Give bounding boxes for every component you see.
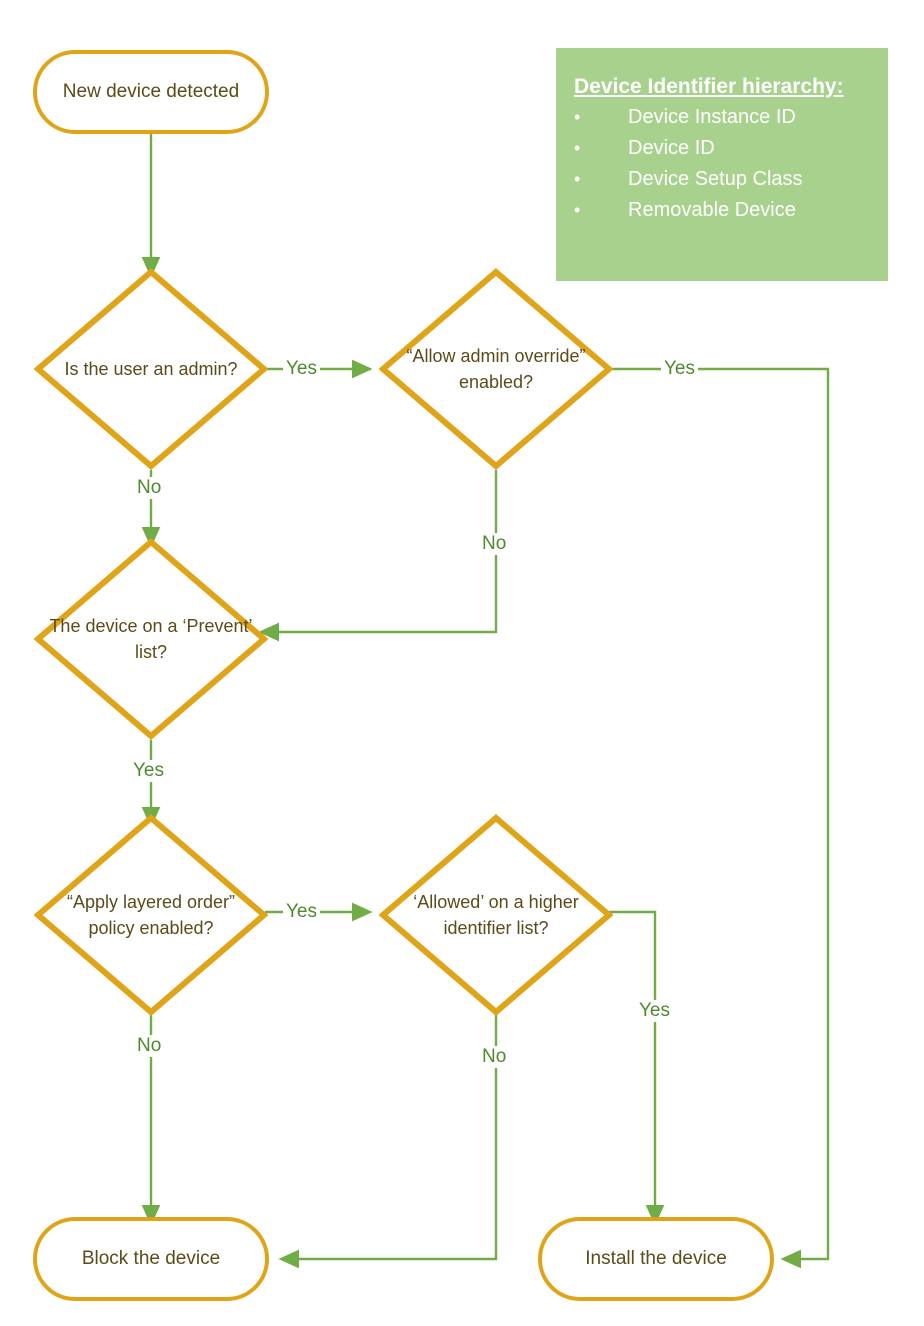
bullet-icon: •	[574, 200, 581, 220]
bullet-icon: •	[574, 169, 581, 189]
legend-box: Device Identifier hierarchy: • Device In…	[556, 48, 888, 281]
edge-label-is-admin-yes: Yes	[283, 358, 320, 380]
node-higher-identifier-label: ‘Allowed’ on a higher identifier list?	[413, 892, 579, 938]
legend-item-label: Device Instance ID	[628, 106, 796, 128]
node-admin-override-label: “Allow admin override” enabled?	[406, 346, 586, 392]
legend-list: • Device Instance ID • Device ID • Devic…	[556, 102, 888, 226]
node-layered-order[interactable]: “Apply layered order” policy enabled?	[34, 814, 268, 1016]
edge-label-override-no: No	[479, 533, 510, 555]
edge-label-layered-no: No	[134, 1035, 165, 1057]
node-start[interactable]: New device detected	[33, 50, 269, 134]
edge-override-no	[258, 470, 498, 642]
diamond-shape	[379, 814, 613, 1016]
bullet-icon: •	[574, 107, 581, 127]
node-install-device-label: Install the device	[585, 1248, 727, 1269]
legend-item: • Device ID	[556, 133, 888, 164]
node-admin-override[interactable]: “Allow admin override” enabled?	[379, 268, 613, 470]
node-is-admin-label: Is the user an admin?	[64, 359, 238, 379]
edge-label-prevent-yes: Yes	[130, 760, 167, 782]
node-block-device[interactable]: Block the device	[33, 1217, 269, 1301]
edge-label-override-yes: Yes	[661, 358, 698, 380]
node-higher-identifier[interactable]: ‘Allowed’ on a higher identifier list?	[379, 814, 613, 1016]
legend-item: • Device Setup Class	[556, 164, 888, 195]
diamond-shape	[34, 268, 268, 470]
edge-higher-yes	[609, 910, 665, 1226]
legend-item-label: Device ID	[628, 137, 715, 159]
node-prevent-list[interactable]: The device on a ‘Prevent’ list?	[34, 538, 268, 740]
edge-label-higher-yes: Yes	[636, 1000, 673, 1022]
legend-item: • Device Instance ID	[556, 102, 888, 133]
node-layered-order-label: “Apply layered order” policy enabled?	[66, 892, 236, 938]
legend-title: Device Identifier hierarchy:	[574, 75, 844, 98]
legend-item: • Removable Device	[556, 195, 888, 226]
diamond-shape	[34, 814, 268, 1016]
edge-label-higher-no: No	[479, 1046, 510, 1068]
diamond-shape	[34, 538, 268, 740]
node-prevent-list-label: The device on a ‘Prevent’ list?	[49, 616, 253, 662]
bullet-icon: •	[574, 138, 581, 158]
node-is-admin[interactable]: Is the user an admin?	[34, 268, 268, 470]
node-block-device-label: Block the device	[81, 1248, 221, 1269]
edge-label-layered-yes: Yes	[283, 901, 320, 923]
edge-higher-no	[278, 1008, 498, 1269]
edge-override-yes	[609, 367, 830, 1269]
node-install-device[interactable]: Install the device	[538, 1217, 774, 1301]
legend-item-label: Device Setup Class	[628, 168, 803, 190]
diamond-shape	[379, 268, 613, 470]
node-start-label: New device detected	[62, 81, 240, 102]
edge-label-is-admin-no: No	[134, 477, 165, 499]
legend-item-label: Removable Device	[628, 199, 796, 221]
